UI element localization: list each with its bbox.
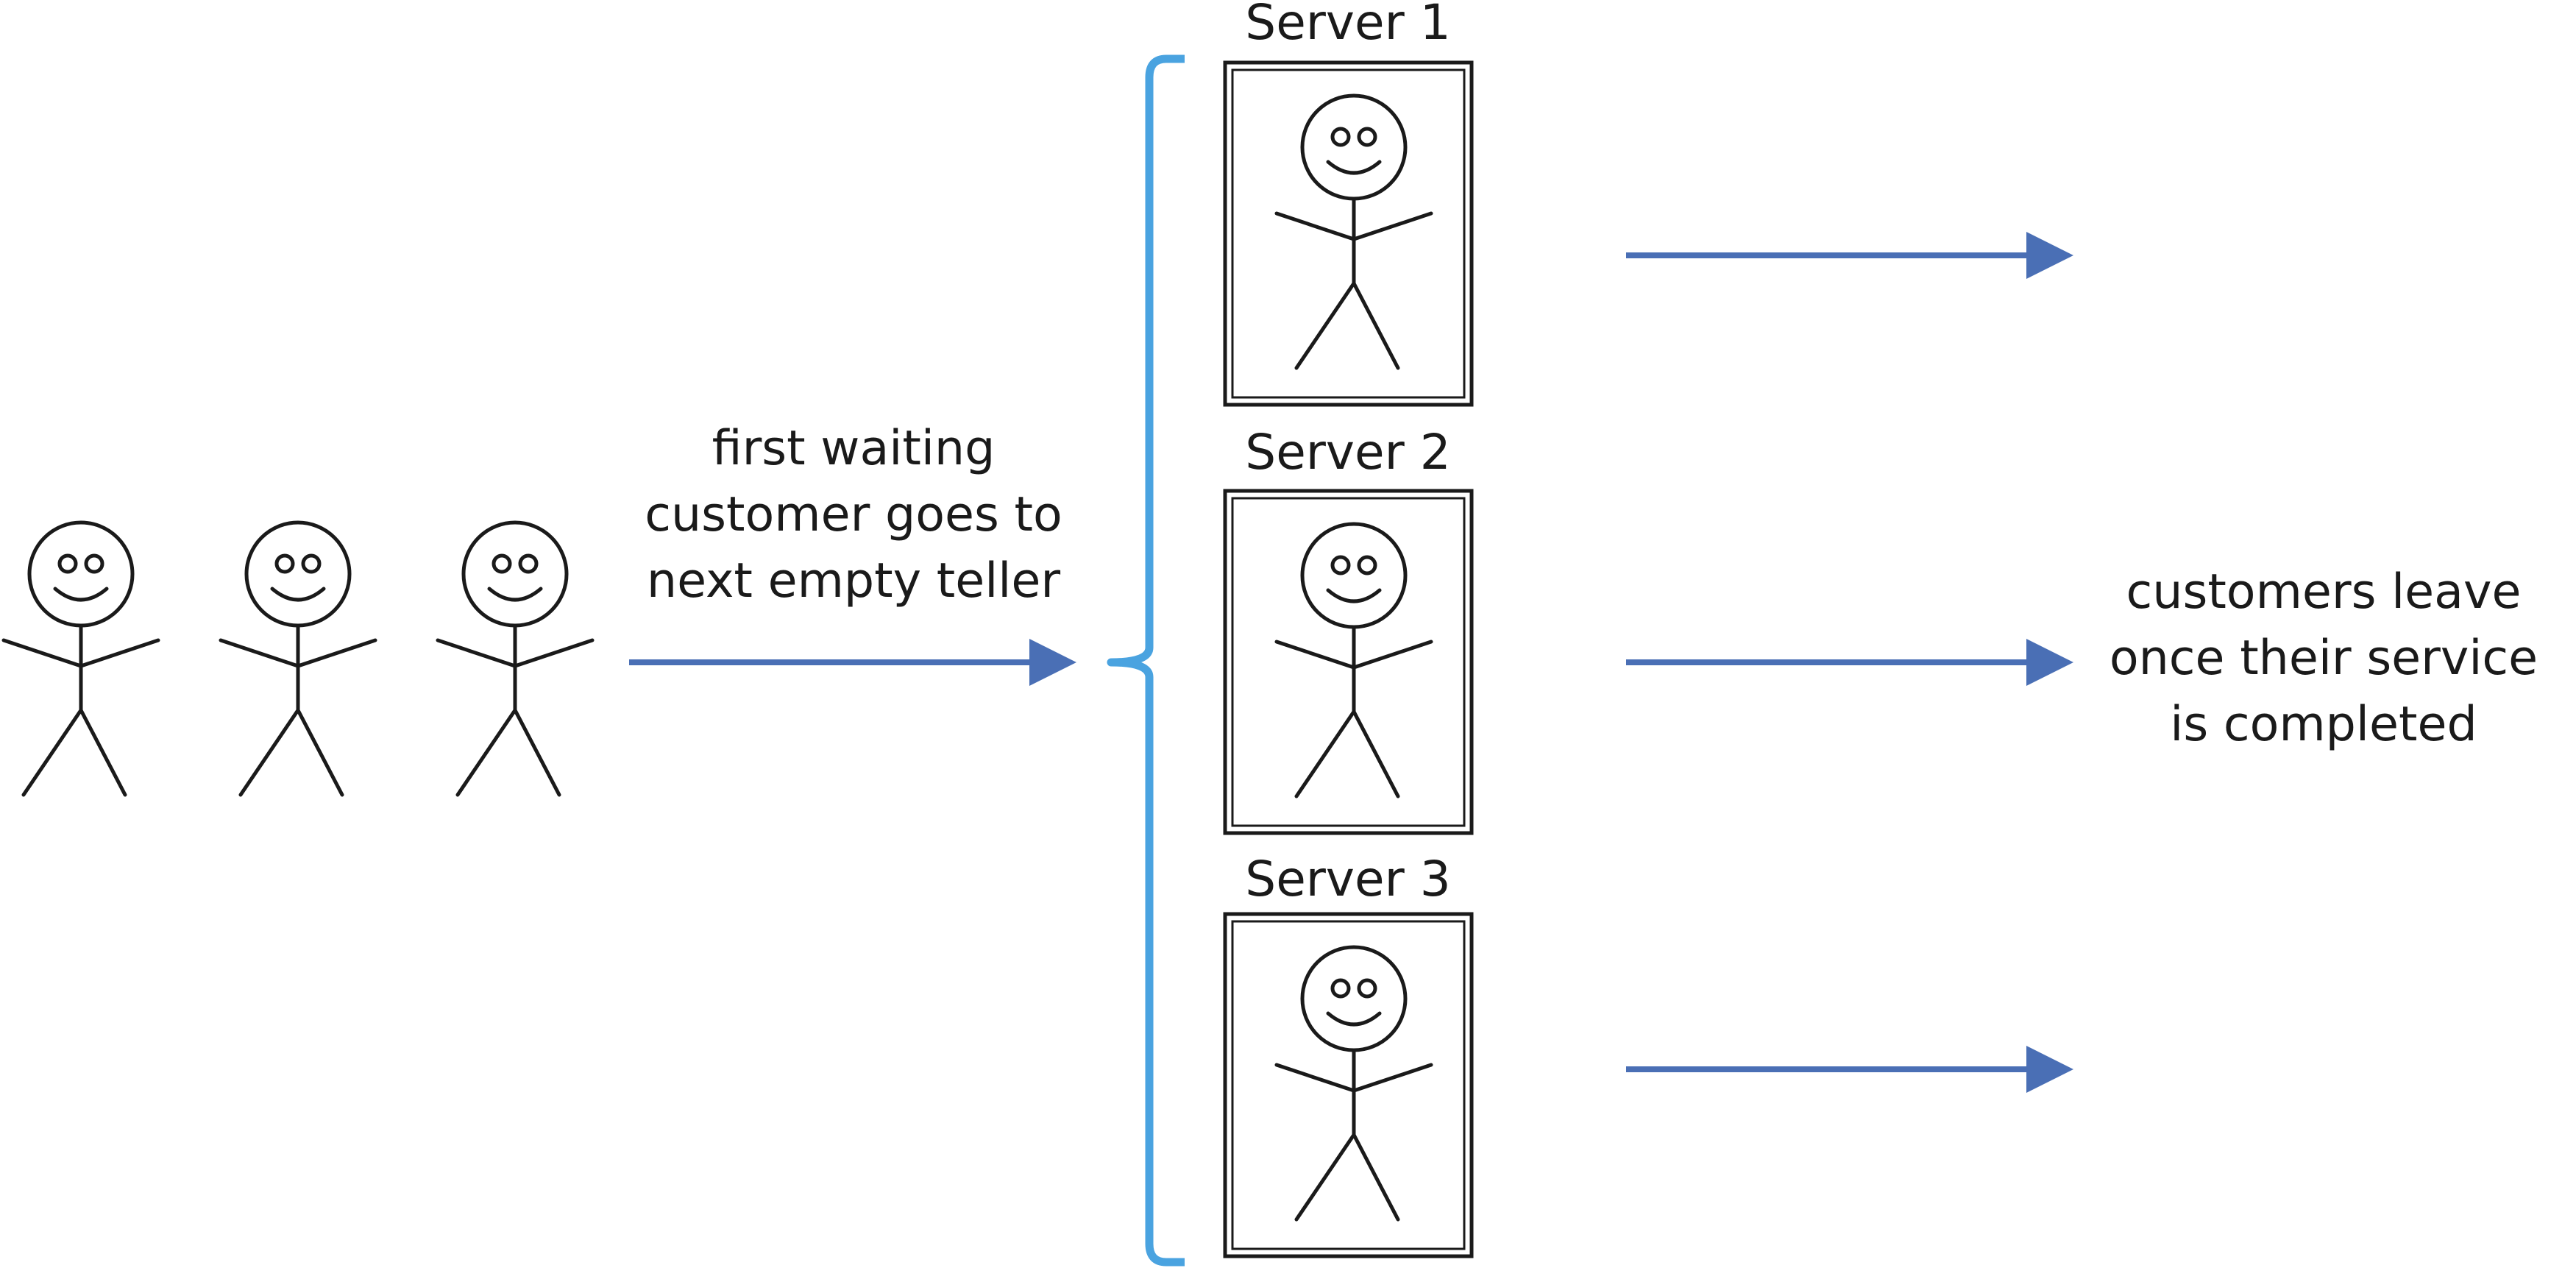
stick-figure-icon [219, 520, 377, 797]
stick-figure-icon [1, 520, 160, 797]
server-box-1 [1223, 60, 1474, 407]
waiting-customer-2 [219, 520, 377, 797]
stick-figure-icon [436, 520, 595, 797]
waiting-customer-3 [436, 520, 595, 797]
dispatch-note: first waiting customer goes to next empt… [645, 421, 1062, 609]
curly-brace-icon [1107, 54, 1185, 1267]
server-box-2 [1223, 489, 1474, 835]
waiting-customer-1 [1, 520, 160, 797]
stick-figure-icon [1274, 93, 1433, 370]
server-3-label: Server 3 [1245, 851, 1451, 907]
stick-figure-icon [1274, 945, 1433, 1222]
server-box-3 [1223, 912, 1474, 1258]
stick-figure-icon [1274, 522, 1433, 798]
server-1-label: Server 1 [1245, 0, 1451, 51]
waiting-queue [1, 520, 595, 797]
exit-note: customers leave once their service is co… [2109, 564, 2538, 752]
server-2-label: Server 2 [1245, 424, 1451, 481]
